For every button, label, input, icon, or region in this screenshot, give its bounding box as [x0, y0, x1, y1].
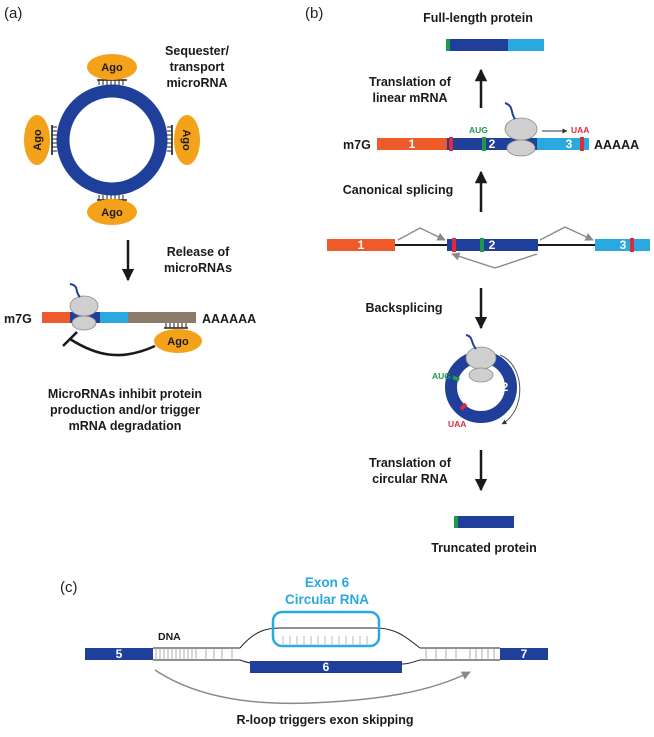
- utr3-segment-a: [128, 312, 196, 323]
- stop-codon-mark-mature: [580, 137, 584, 151]
- exon1-mature: [377, 138, 447, 150]
- truncated-protein: [454, 516, 514, 528]
- circular-translation-direction: [499, 354, 521, 425]
- exon1-pre: [327, 239, 395, 251]
- start-codon-mark-circ: [452, 375, 460, 382]
- nascent-peptide-linear: [504, 102, 516, 120]
- sequester-line-3: microRNA: [166, 76, 227, 90]
- ago-protein-bottom: Ago: [87, 195, 137, 225]
- inhibit-caption: MicroRNAs inhibit protein production and…: [48, 387, 202, 433]
- stop-codon-mark-pre: [630, 238, 634, 252]
- inhibit-line-3: mRNA degradation: [69, 419, 182, 433]
- backsplicing-label: Backsplicing: [365, 301, 442, 315]
- rloop-hybrid: [282, 636, 368, 646]
- dna-strands: 5 DNA 6 7: [85, 627, 548, 674]
- exon3-mature: [537, 138, 589, 150]
- backsplice-arrow: [451, 252, 538, 269]
- stop-codon-label-linear: UAA: [571, 125, 589, 135]
- start-codon-label-linear: AUG: [469, 125, 488, 135]
- exon1-pre-label: 1: [358, 238, 365, 252]
- ago-label-bound: Ago: [167, 336, 189, 348]
- ago-label-left: Ago: [32, 129, 44, 151]
- polya-label-a: AAAAAA: [202, 312, 256, 326]
- exon7-block: [500, 648, 548, 660]
- start-codon-mark-pre: [480, 238, 484, 252]
- exon7-label: 7: [521, 647, 528, 661]
- inhibition-arrow: [69, 337, 156, 357]
- exon2-pre-label: 2: [489, 238, 496, 252]
- full-length-protein-label: Full-length protein: [423, 11, 533, 25]
- ago-label-right: Ago: [180, 129, 192, 151]
- canonical-splicing-label: Canonical splicing: [343, 183, 453, 197]
- cap-label-b: m7G: [343, 138, 371, 152]
- ago-protein-left: Ago: [24, 115, 57, 165]
- inhibit-line-1: MicroRNAs inhibit protein: [48, 387, 202, 401]
- circular-rna-sponge: [56, 84, 168, 196]
- start-codon-label-circ: AUG: [432, 371, 451, 381]
- junction-mark-pre: [452, 238, 456, 252]
- exon3-pre: [595, 239, 650, 251]
- stop-codon-mark-circ: [459, 402, 468, 411]
- nascent-peptide-a: [69, 283, 81, 298]
- rloop-caption: R-loop triggers exon skipping: [236, 713, 413, 727]
- release-line-1: Release of: [167, 245, 230, 259]
- splice-arrow-1-2: [397, 227, 446, 241]
- translation-linear-line-1: Translation of: [369, 75, 452, 89]
- exon1-mature-label: 1: [409, 137, 416, 151]
- translation-circular-line-1: Translation of: [369, 456, 452, 470]
- ribosome-linear: [504, 102, 538, 157]
- inhibit-line-2: production and/or trigger: [50, 403, 200, 417]
- splice-arrow-2-3: [539, 226, 594, 241]
- panel-c-label: (c): [60, 579, 78, 596]
- cap-label-a: m7G: [4, 312, 32, 326]
- exon5-label: 5: [116, 647, 123, 661]
- mature-mrna: 1 2 3: [377, 137, 589, 151]
- inhibition-bar: [62, 331, 78, 347]
- truncated-protein-label: Truncated protein: [431, 541, 537, 555]
- junction-mark-mature: [449, 137, 453, 151]
- full-length-protein: [446, 39, 544, 51]
- ribosome-a: [69, 283, 99, 331]
- utr5-segment-a: [42, 312, 70, 323]
- exon2-pre: [447, 239, 538, 251]
- exon2-mature-label: 2: [489, 137, 496, 151]
- nascent-peptide-circular: [465, 334, 477, 350]
- translation-circular-line-2: circular RNA: [372, 472, 448, 486]
- panel-b-label: (b): [305, 5, 323, 22]
- exon6-title-line-1: Exon 6: [305, 575, 350, 590]
- exon6-block: [250, 661, 402, 673]
- release-line-2: microRNAs: [164, 261, 232, 275]
- sequester-line-2: transport: [170, 60, 226, 74]
- exon3-mature-label: 3: [566, 137, 573, 151]
- dna-label: DNA: [158, 631, 181, 643]
- ribosome-circular: [465, 334, 497, 383]
- ago-label-top: Ago: [101, 62, 123, 74]
- exon-skipping-arrow: [154, 669, 471, 705]
- ago-protein-top: Ago: [87, 54, 137, 85]
- exon2-circ-label: 2: [502, 380, 509, 394]
- translation-linear-line-2: linear mRNA: [372, 91, 447, 105]
- exon6-title-line-2: Circular RNA: [285, 592, 369, 607]
- start-codon-mark-mature: [482, 137, 486, 151]
- ago-label-bottom: Ago: [101, 207, 123, 219]
- panel-a-label: (a): [4, 5, 22, 22]
- polya-label-b: AAAAA: [594, 138, 639, 152]
- ago-bound-mrna: Ago: [154, 323, 202, 353]
- cds-light-segment-a: [100, 312, 128, 323]
- exon6-label: 6: [323, 660, 330, 674]
- exon3-pre-label: 3: [620, 238, 627, 252]
- circular-rna-rloop: [271, 610, 381, 648]
- stop-codon-label-circ: UAA: [448, 419, 466, 429]
- sequester-line-1: Sequester/: [165, 44, 229, 58]
- exon5-block: [85, 648, 153, 660]
- ago-protein-right: Ago: [167, 115, 200, 165]
- sequester-caption: Sequester/ transport microRNA: [165, 44, 229, 90]
- pre-mrna: 1 2 3: [327, 238, 650, 252]
